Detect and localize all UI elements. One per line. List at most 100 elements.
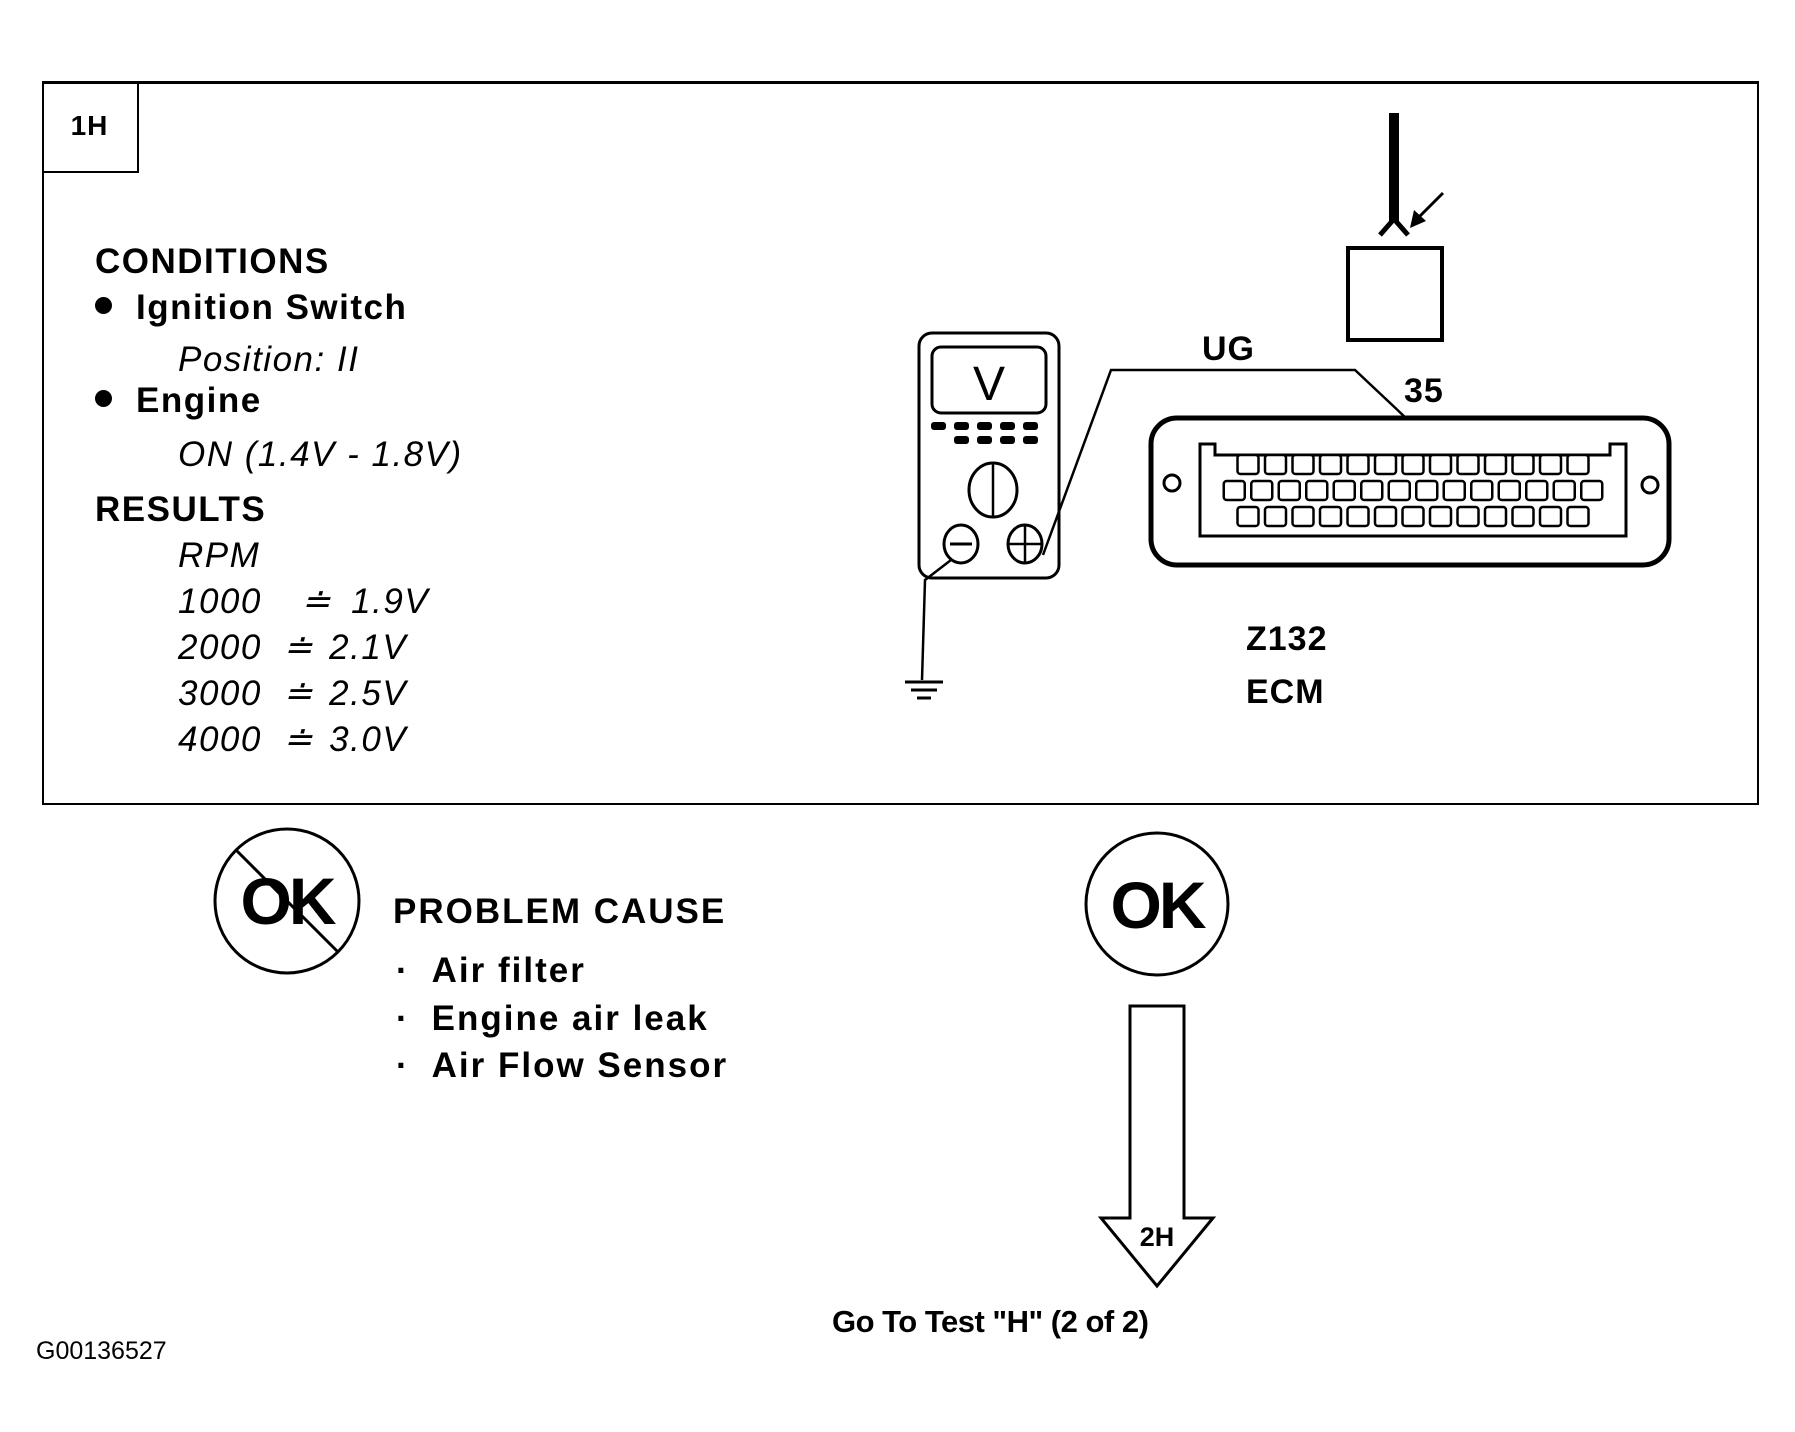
results-row: 1000 ≐ 1.9V xyxy=(178,582,429,622)
connector-pin-icon xyxy=(1456,453,1480,476)
svg-text:OK: OK xyxy=(1111,868,1207,942)
connector-pin-icon xyxy=(1497,479,1521,502)
results-row: 2000 ≐ 2.1V xyxy=(178,628,407,668)
condition-item-engine: Engine xyxy=(95,381,262,421)
connector-pin-icon xyxy=(1566,505,1590,528)
connector-pin-icon xyxy=(1470,479,1494,502)
test-panel xyxy=(42,81,1759,805)
meter-button-icon xyxy=(931,422,946,430)
connector-pin-icon xyxy=(1442,479,1466,502)
not-ok-badge-icon: OK xyxy=(213,827,361,975)
connector-pin-icon xyxy=(1291,453,1315,476)
component-code: Z132 xyxy=(1246,620,1328,658)
sensor-box-icon xyxy=(1346,246,1444,342)
connector-pin-icon xyxy=(1525,479,1549,502)
bullet-icon xyxy=(95,297,112,315)
results-column-label: RPM xyxy=(178,536,261,575)
connector-pin-icon xyxy=(1566,453,1590,476)
condition-detail-ignition: Position: II xyxy=(178,340,360,379)
svg-text:OK: OK xyxy=(241,864,337,938)
connector-pin-icon xyxy=(1222,479,1246,502)
connector-pin-icon xyxy=(1401,505,1425,528)
connector-pin-icon xyxy=(1318,505,1343,528)
results-row: 4000 ≐ 3.0V xyxy=(178,720,407,760)
ground-wire xyxy=(920,559,952,681)
connector-pin-icon xyxy=(1263,505,1288,528)
conditions-heading: CONDITIONS xyxy=(95,242,330,281)
connector-pin-icon xyxy=(1277,479,1301,502)
ground-symbol-icon xyxy=(905,680,943,700)
connector-pin-icon xyxy=(1580,479,1604,502)
meter-button-icon xyxy=(1023,436,1038,444)
condition-detail-engine: ON (1.4V - 1.8V) xyxy=(178,435,463,474)
connector-pin-icon xyxy=(1346,453,1370,476)
results-heading: RESULTS xyxy=(95,490,267,529)
connector-pin-icon xyxy=(1250,479,1274,502)
voltmeter-icon xyxy=(917,331,1061,580)
meter-button-icon xyxy=(954,436,969,444)
meter-button-icon xyxy=(977,422,992,430)
connector-pin-icon xyxy=(1401,453,1425,476)
connector-pin-icon xyxy=(1552,479,1576,502)
voltage-value: 2.5V xyxy=(329,674,408,713)
meter-display-text: V xyxy=(973,358,1005,411)
rpm-value: 2000 xyxy=(178,628,262,667)
component-name: ECM xyxy=(1246,673,1325,711)
connector-pin-icon xyxy=(1346,505,1370,528)
step-id: 1H xyxy=(70,110,109,141)
approx-symbol: ≐ xyxy=(283,720,314,759)
cause-item: ·Engine air leak xyxy=(396,999,709,1038)
meter-buttons xyxy=(931,422,1038,444)
connector-pin-icon xyxy=(1538,453,1563,476)
meter-button-icon xyxy=(1000,436,1015,444)
next-step-arrow-icon: 2H xyxy=(1097,1004,1217,1289)
rpm-value: 1000 xyxy=(178,582,262,621)
pin-number-label: 35 xyxy=(1404,372,1444,410)
approx-symbol: ≐ xyxy=(283,628,314,667)
connector-pin-icon xyxy=(1511,505,1535,528)
connector-pin-icon xyxy=(1428,453,1453,476)
connector-pin-icon xyxy=(1318,453,1343,476)
connector-pin-icon xyxy=(1415,479,1439,502)
connector-pin-icon xyxy=(1373,505,1398,528)
connector-pin-icon xyxy=(1263,453,1288,476)
connector-pin-icon xyxy=(1236,453,1260,476)
connector-pin-icon xyxy=(1456,505,1480,528)
connector-pin-icon xyxy=(1305,479,1329,502)
goto-instruction: Go To Test "H" (2 of 2) xyxy=(832,1304,1149,1339)
connector-pin-icon xyxy=(1332,479,1356,502)
meter-button-icon xyxy=(1000,422,1015,430)
condition-label: Engine xyxy=(136,381,262,420)
ok-badge-icon: OK xyxy=(1084,831,1230,977)
condition-item-ignition: Ignition Switch xyxy=(95,288,407,328)
condition-label: Ignition Switch xyxy=(136,288,408,327)
connector-pin-icon xyxy=(1236,505,1260,528)
bullet-icon xyxy=(95,390,112,408)
connector-pin-icon xyxy=(1428,505,1453,528)
rpm-value: 4000 xyxy=(178,720,262,759)
connector-pin-icon xyxy=(1360,479,1384,502)
voltage-value: 1.9V xyxy=(351,582,430,621)
connector-pin-icon xyxy=(1511,453,1535,476)
results-row: 3000 ≐ 2.5V xyxy=(178,674,407,714)
svg-text:2H: 2H xyxy=(1140,1222,1175,1252)
connector-pin-icon xyxy=(1483,505,1508,528)
step-id-box: 1H xyxy=(42,81,139,173)
connector-pin-icon xyxy=(1291,505,1315,528)
meter-button-icon xyxy=(954,422,969,430)
approx-symbol: ≐ xyxy=(301,582,332,621)
rpm-value: 3000 xyxy=(178,674,262,713)
ecm-connector-icon xyxy=(1148,415,1672,568)
meter-button-icon xyxy=(977,436,992,444)
connector-pin-icon xyxy=(1538,505,1563,528)
cause-item: ·Air filter xyxy=(396,951,586,990)
approx-symbol: ≐ xyxy=(283,674,314,713)
probe-icon xyxy=(1378,113,1445,237)
voltage-value: 3.0V xyxy=(329,720,408,759)
wire-label: UG xyxy=(1202,330,1255,368)
connector-pin-icon xyxy=(1387,479,1411,502)
problem-cause-heading: PROBLEM CAUSE xyxy=(393,892,727,931)
voltage-value: 2.1V xyxy=(329,628,408,667)
connector-pin-icon xyxy=(1483,453,1508,476)
